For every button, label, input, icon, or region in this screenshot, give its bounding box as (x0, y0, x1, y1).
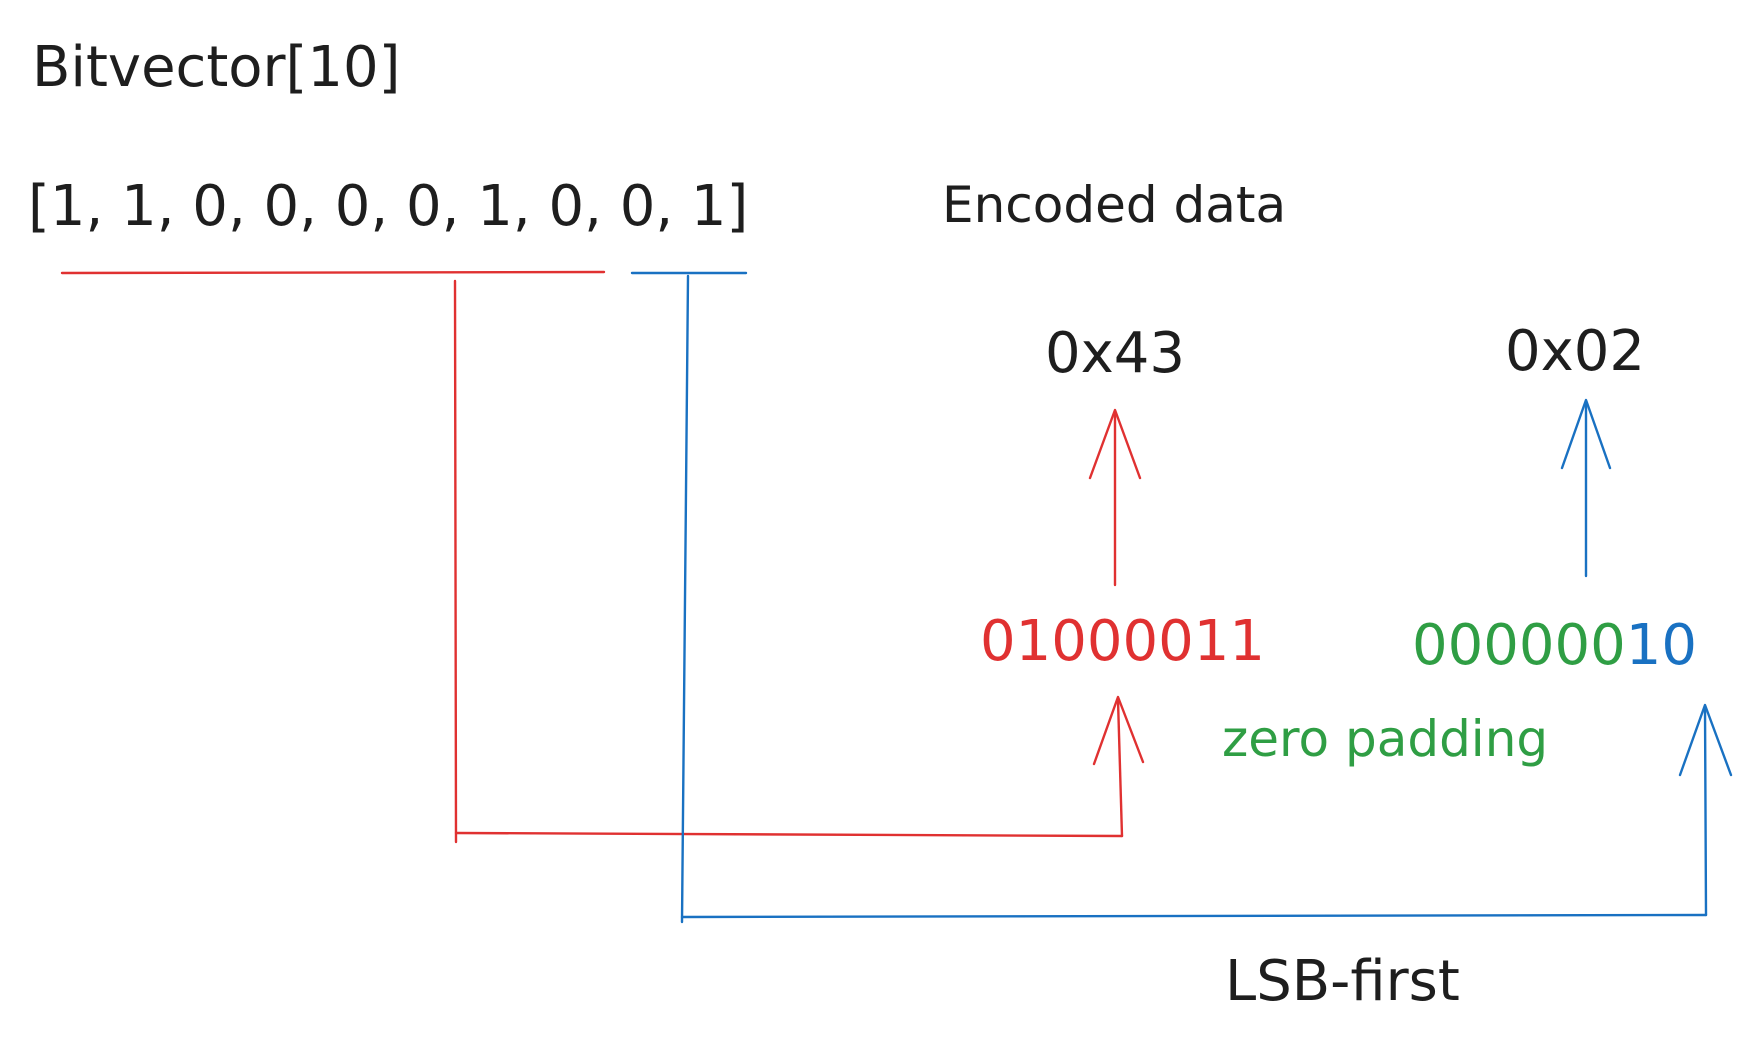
byte-2-padding-bits: 000000 (1412, 613, 1626, 678)
byte-1-binary: 01000011 (980, 609, 1265, 674)
blue-arrowhead-lower (1678, 703, 1733, 777)
blue-connector-up (1703, 705, 1708, 917)
byte-2-data-bits: 10 (1626, 613, 1697, 678)
red-arrowhead-lower (1092, 695, 1145, 766)
red-arrowhead-upper (1088, 408, 1142, 480)
zero-padding-label: zero padding (1222, 710, 1548, 768)
red-bracket (60, 270, 1124, 844)
blue-connector-across (680, 913, 1708, 919)
byte-1-hex: 0x43 (1045, 321, 1185, 386)
lsb-first-label: LSB-first (1225, 949, 1460, 1014)
byte-2-hex: 0x02 (1505, 319, 1645, 384)
diagram-title: Bitvector[10] (32, 35, 401, 100)
red-connector-down (453, 279, 458, 844)
red-connector-up (1116, 698, 1124, 838)
encoded-data-label: Encoded data (942, 176, 1286, 234)
blue-bracket (630, 271, 1708, 924)
byte-2-binary: 00000010 (1412, 613, 1697, 678)
bitvector-values: [1, 1, 0, 0, 0, 0, 1, 0, 0, 1] (28, 174, 748, 239)
red-connector-across (454, 831, 1124, 838)
red-underline (60, 270, 606, 275)
blue-arrowhead-upper (1560, 398, 1612, 470)
blue-connector-down (680, 274, 690, 924)
